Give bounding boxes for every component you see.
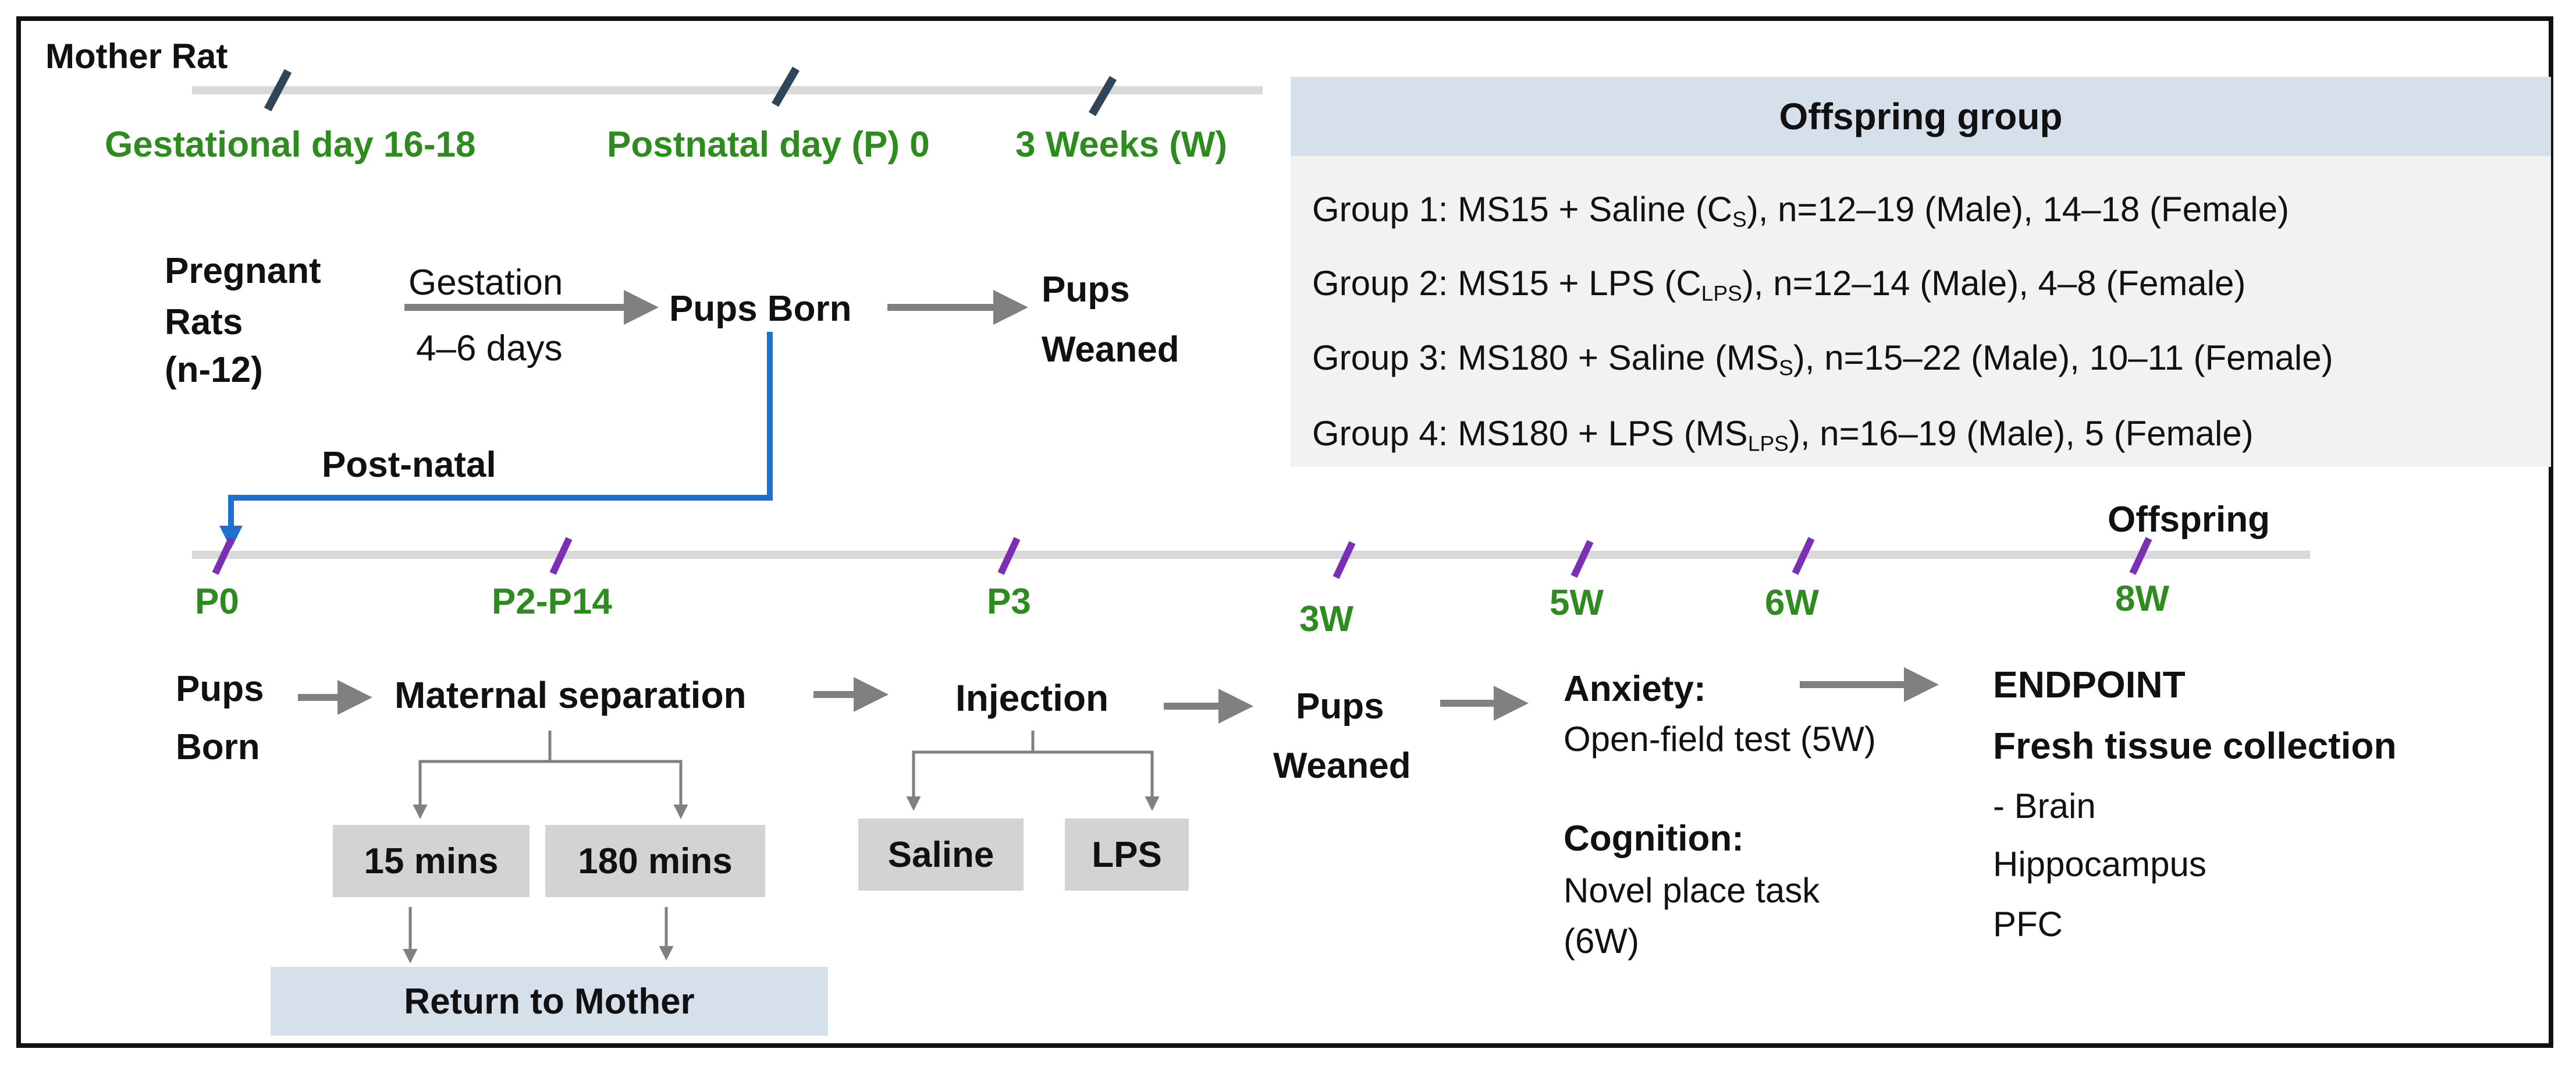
pups-born-top: Pups Born	[669, 289, 852, 329]
inj-branch	[906, 731, 1035, 811]
mother-tick-3w	[1088, 76, 1117, 116]
pups-born-bottom-2: Born	[176, 727, 260, 767]
group-2-sub: LPS	[1701, 281, 1742, 306]
endpoint-item-hippocampus: Hippocampus	[1993, 845, 2207, 884]
offspring-tick-5w	[1571, 540, 1594, 578]
ms-branch	[413, 731, 552, 819]
tick-label-p0: P0	[195, 582, 239, 622]
pups-weaned-top-2: Weaned	[1042, 329, 1179, 370]
pregnant-line3: (n-12)	[165, 350, 263, 390]
offspring-title: Offspring	[2108, 499, 2270, 540]
group-3: Group 3: MS180 + Saline (MSS), n=15–22 (…	[1312, 338, 2333, 380]
group-2-pre: Group 2: MS15 + LPS (C	[1312, 264, 1701, 303]
offspring-tick-p3	[997, 537, 1021, 575]
gestation-days: 4–6 days	[416, 328, 563, 369]
offspring-tick-6w	[1792, 537, 1815, 575]
lps-box: LPS	[1065, 819, 1189, 891]
group-3-pre: Group 3: MS180 + Saline (MS	[1312, 338, 1779, 377]
group-1-pre: Group 1: MS15 + Saline (C	[1312, 190, 1733, 229]
group-1: Group 1: MS15 + Saline (CS), n=12–19 (Ma…	[1312, 189, 2289, 232]
group-2: Group 2: MS15 + LPS (CLPS), n=12–14 (Mal…	[1312, 263, 2245, 306]
pups-weaned-bottom-1: Pups	[1296, 686, 1384, 727]
offspring-tick-p2p14	[549, 537, 573, 575]
group-4: Group 4: MS180 + LPS (MSLPS), n=16–19 (M…	[1312, 413, 2254, 456]
offspring-group-title: Offspring group	[1291, 77, 2551, 156]
ms-15-mins-box: 15 mins	[333, 825, 530, 897]
post-natal-connector	[219, 332, 773, 549]
pregnant-line1: Pregnant	[165, 251, 321, 291]
endpoint-item-pfc: PFC	[1993, 905, 2063, 944]
group-1-post: ), n=12–19 (Male), 14–18 (Female)	[1746, 190, 2289, 229]
cognition-title: Cognition:	[1564, 819, 1744, 859]
maternal-separation-label: Maternal separation	[395, 674, 747, 716]
return-to-mother-box: Return to Mother	[271, 967, 828, 1036]
pups-weaned-bottom-2: Weaned	[1273, 746, 1411, 786]
anxiety-test: Open-field test (5W)	[1564, 720, 1876, 759]
cognition-test-1: Novel place task	[1564, 871, 1820, 910]
tick-label-p3: P3	[987, 582, 1031, 622]
tick-label-8w: 8W	[2115, 579, 2169, 619]
group-4-sub: LPS	[1747, 431, 1789, 456]
group-4-pre: Group 4: MS180 + LPS (MS	[1312, 414, 1748, 453]
inj-branch-right	[1033, 750, 1160, 811]
mother-tick-gd	[264, 69, 292, 112]
cognition-test-2: (6W)	[1564, 922, 1639, 961]
saline-box: Saline	[858, 819, 1024, 891]
diagram-frame	[16, 16, 2553, 1048]
group-3-post: ), n=15–22 (Male), 10–11 (Female)	[1793, 338, 2333, 377]
ms-branch-right	[550, 760, 688, 819]
endpoint-item-brain: - Brain	[1993, 786, 2096, 825]
tick-label-6w: 6W	[1765, 583, 1819, 623]
mother-rat-title: Mother Rat	[45, 37, 228, 76]
mother-tick-p0	[771, 66, 800, 107]
label-gestational-day: Gestational day 16-18	[105, 125, 476, 165]
ms-180-mins-box: 180 mins	[545, 825, 765, 897]
pups-weaned-top-1: Pups	[1042, 270, 1130, 310]
injection-label: Injection	[955, 677, 1109, 719]
group-4-post: ), n=16–19 (Male), 5 (Female)	[1788, 414, 2254, 453]
group-3-sub: S	[1779, 355, 1793, 380]
pregnant-line2: Rats	[165, 302, 243, 342]
post-natal-label: Post-natal	[322, 445, 496, 485]
endpoint-title: ENDPOINT	[1993, 664, 2186, 706]
anxiety-title: Anxiety:	[1564, 669, 1706, 709]
offspring-tick-p0	[212, 537, 235, 575]
label-3-weeks: 3 Weeks (W)	[1015, 125, 1228, 165]
group-1-sub: S	[1732, 207, 1747, 232]
tick-label-p2p14: P2-P14	[492, 582, 612, 622]
pups-born-bottom-1: Pups	[176, 669, 264, 709]
group-2-post: ), n=12–14 (Male), 4–8 (Female)	[1742, 264, 2246, 303]
tick-label-5w: 5W	[1550, 583, 1604, 623]
tick-label-3w: 3W	[1299, 599, 1353, 639]
offspring-tick-8w	[2129, 537, 2152, 575]
offspring-tick-3w	[1333, 541, 1356, 579]
endpoint-subtitle: Fresh tissue collection	[1993, 725, 2397, 767]
label-postnatal-day: Postnatal day (P) 0	[607, 125, 930, 165]
gestation-label: Gestation	[408, 263, 563, 303]
